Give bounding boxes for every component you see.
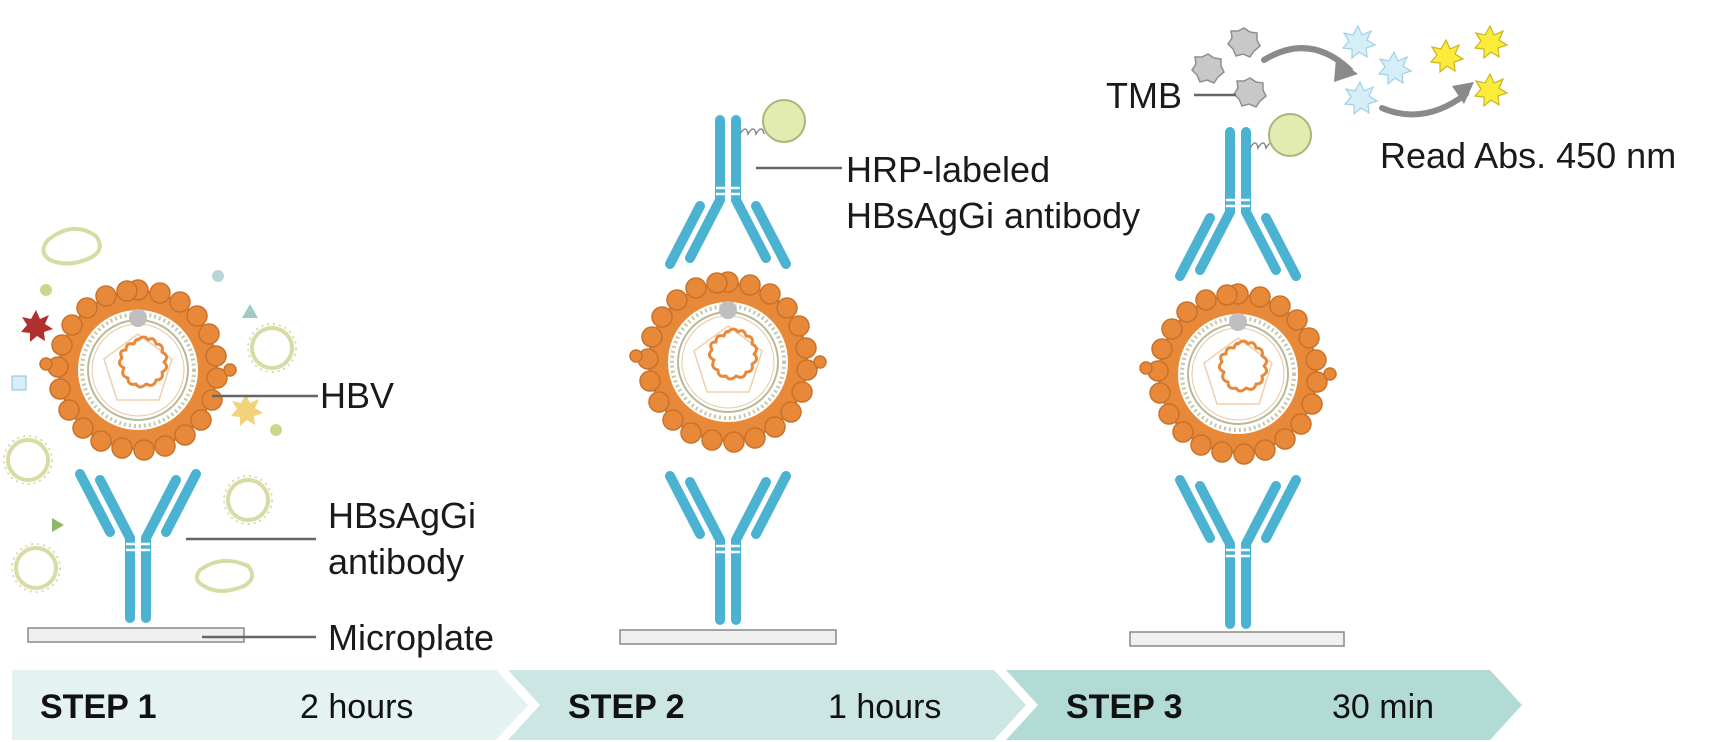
microplate-well: [27, 627, 245, 643]
label-hrp-antibody-line2: HBsAgGi antibody: [846, 195, 1140, 236]
step1-scene: HBV HBsAgGi antibody Microplate: [2, 227, 494, 658]
tmb-reaction: [1191, 25, 1508, 118]
hrp-labeled-antibody: [670, 120, 786, 264]
capture-antibody: [80, 474, 196, 618]
step2-scene: HRP-labeled HBsAgGi antibody: [619, 99, 1140, 645]
hrp-enzyme: [1268, 113, 1312, 157]
hrp-enzyme: [762, 99, 806, 143]
step3-scene: TMB Read Abs. 450 nm: [1106, 25, 1676, 647]
microplate-well: [619, 629, 837, 645]
microplate-well: [1129, 631, 1345, 647]
label-microplate: Microplate: [328, 617, 494, 658]
step1-chevron: [12, 670, 528, 740]
hbv-virion: [628, 270, 828, 454]
step3-label: STEP 3: [1066, 688, 1183, 726]
label-hrp-antibody-line1: HRP-labeled: [846, 149, 1050, 190]
label-capture-antibody-line2: antibody: [328, 541, 464, 582]
label-capture-antibody-line1: HBsAgGi: [328, 495, 476, 536]
step2-chevron: [508, 670, 1026, 740]
capture-antibody: [1180, 480, 1296, 624]
label-read-absorbance: Read Abs. 450 nm: [1380, 135, 1676, 176]
contaminant-particles: [2, 227, 298, 594]
step-bar: STEP 1 2 hours STEP 2 1 hours STEP 3 30 …: [12, 670, 1522, 740]
step2-duration: 1 hours: [828, 688, 941, 726]
step3-duration: 30 min: [1332, 688, 1434, 726]
step2-label: STEP 2: [568, 688, 685, 726]
label-hbv: HBV: [320, 375, 394, 416]
step3-chevron: [1006, 670, 1522, 740]
hbv-virion: [38, 278, 238, 462]
capture-antibody: [670, 476, 786, 620]
label-tmb: TMB: [1106, 75, 1182, 116]
step1-label: STEP 1: [40, 688, 157, 726]
step1-duration: 2 hours: [300, 688, 413, 726]
hbv-virion: [1138, 282, 1338, 466]
